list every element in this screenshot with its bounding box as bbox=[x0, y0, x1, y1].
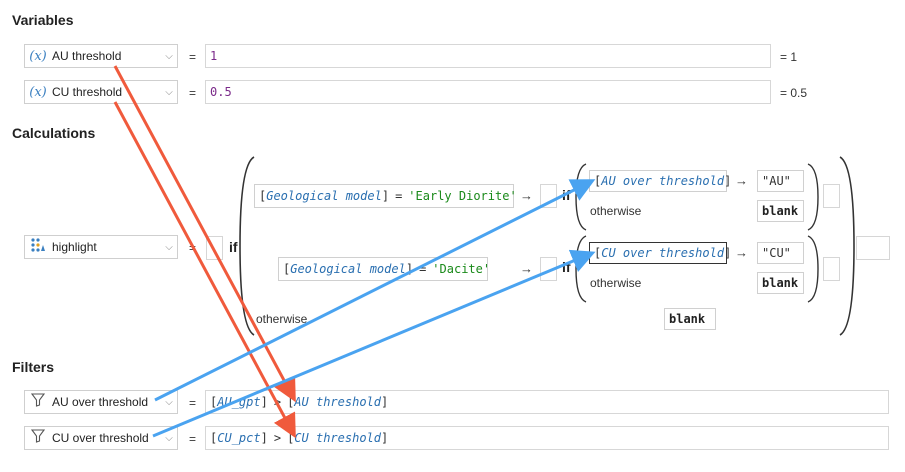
condition-dacite[interactable]: [Geological model] = 'Dacite' bbox=[278, 257, 491, 281]
inner2-close-paren bbox=[807, 235, 819, 303]
otherwise-label: otherwise bbox=[590, 204, 642, 218]
calculation-highlight-dropdown[interactable]: highlight ⌵ bbox=[24, 235, 178, 259]
au-over-threshold-ref[interactable]: AU over threshold bbox=[601, 174, 725, 188]
if-keyword: if bbox=[229, 239, 238, 255]
value-text: 1 bbox=[210, 49, 218, 63]
equals-sign: = bbox=[189, 50, 197, 64]
arrow-icon: → bbox=[520, 261, 533, 276]
cu-threshold-ref[interactable]: CU threshold bbox=[294, 431, 381, 445]
string-literal: 'Early Diorite' bbox=[408, 189, 517, 203]
red-arrow-au-threshold bbox=[113, 65, 296, 403]
chevron-down-icon[interactable]: ⌵ bbox=[165, 50, 173, 62]
outer-open-paren bbox=[239, 156, 255, 336]
chevron-down-icon[interactable]: ⌵ bbox=[165, 86, 173, 98]
empty-slot[interactable] bbox=[823, 184, 840, 208]
empty-slot[interactable] bbox=[540, 257, 557, 281]
blank-value: blank bbox=[762, 204, 799, 218]
au-threshold-ref[interactable]: AU threshold bbox=[294, 395, 381, 409]
calculation-icon bbox=[28, 237, 48, 257]
cu-result-literal: "CU" bbox=[762, 246, 791, 260]
variable-name: AU threshold bbox=[52, 49, 122, 63]
inner2-open-paren bbox=[575, 235, 587, 303]
au-result-box[interactable]: "AU" bbox=[757, 170, 804, 192]
cu-over-threshold-ref[interactable]: CU over threshold bbox=[601, 246, 725, 260]
calculations-heading: Calculations bbox=[12, 125, 96, 141]
arrow-icon: → bbox=[520, 188, 533, 203]
red-arrow-cu-threshold bbox=[113, 101, 296, 439]
outer-close-paren bbox=[839, 156, 855, 336]
cu-over-threshold-ref-box[interactable]: [CU over threshold] bbox=[589, 242, 731, 264]
arrow-icon: → bbox=[735, 245, 748, 260]
au-threshold-result: = 1 bbox=[780, 50, 798, 64]
chevron-down-icon[interactable]: ⌵ bbox=[165, 432, 173, 444]
inner1-else-box[interactable]: blank bbox=[757, 200, 804, 222]
filter-funnel-icon bbox=[28, 429, 48, 447]
outer-otherwise-label: otherwise bbox=[256, 312, 308, 326]
cu-pct-ref[interactable]: CU_pct bbox=[217, 431, 261, 445]
variable-name: CU threshold bbox=[52, 85, 123, 99]
equals-sign: = bbox=[189, 86, 197, 100]
au-threshold-value-input[interactable]: 1 bbox=[205, 44, 771, 68]
geological-model-ref[interactable]: Geological model bbox=[266, 189, 382, 203]
equals-sign: = bbox=[189, 432, 197, 446]
arrow-icon: → bbox=[735, 173, 748, 188]
filter-cu-over-threshold-dropdown[interactable]: CU over threshold ⌵ bbox=[24, 426, 178, 450]
inner2-else-box[interactable]: blank bbox=[757, 272, 804, 294]
empty-slot[interactable] bbox=[206, 236, 223, 260]
inner1-close-paren bbox=[807, 163, 819, 231]
cu-result-box[interactable]: "CU" bbox=[757, 242, 804, 264]
condition-early-diorite[interactable]: [Geological model] = 'Early Diorite' bbox=[254, 184, 517, 208]
operator: > bbox=[273, 395, 282, 409]
if-keyword: if bbox=[562, 187, 571, 203]
au-gpt-ref[interactable]: AU_gpt bbox=[217, 395, 261, 409]
empty-slot[interactable] bbox=[823, 257, 840, 281]
value-text: 0.5 bbox=[210, 85, 232, 99]
variable-au-threshold-dropdown[interactable]: (x) AU threshold ⌵ bbox=[24, 44, 178, 68]
filters-heading: Filters bbox=[12, 359, 55, 375]
variable-cu-threshold-dropdown[interactable]: (x) CU threshold ⌵ bbox=[24, 80, 178, 104]
au-over-threshold-ref-box[interactable]: [AU over threshold] bbox=[589, 170, 731, 192]
otherwise-label: otherwise bbox=[590, 276, 642, 290]
string-literal: 'Dacite' bbox=[432, 262, 491, 276]
equals-sign: = bbox=[189, 396, 197, 410]
outer-else-box[interactable]: blank bbox=[664, 308, 716, 330]
filter-funnel-icon bbox=[28, 393, 48, 411]
variables-heading: Variables bbox=[12, 12, 74, 28]
blue-arrow-au-over-threshold bbox=[154, 179, 596, 402]
cu-threshold-value-input[interactable]: 0.5 bbox=[205, 80, 771, 104]
variable-icon: (x) bbox=[29, 84, 47, 100]
outer-result-slot[interactable] bbox=[856, 236, 890, 260]
variable-icon: (x) bbox=[29, 48, 47, 64]
filter-name: CU over threshold bbox=[52, 431, 149, 445]
geological-model-ref[interactable]: Geological model bbox=[290, 262, 406, 276]
filter-name: AU over threshold bbox=[52, 395, 149, 409]
chevron-down-icon[interactable]: ⌵ bbox=[165, 396, 173, 408]
inner1-open-paren bbox=[575, 163, 587, 231]
au-filter-expression-input[interactable]: [AU_gpt] > [AU threshold] bbox=[205, 390, 889, 414]
calculation-name: highlight bbox=[52, 240, 97, 254]
blank-value: blank bbox=[762, 276, 799, 290]
cu-filter-expression-input[interactable]: [CU_pct] > [CU threshold] bbox=[205, 426, 889, 450]
chevron-down-icon[interactable]: ⌵ bbox=[165, 241, 173, 253]
operator: = bbox=[419, 262, 427, 276]
operator: > bbox=[273, 431, 282, 445]
blank-value: blank bbox=[669, 312, 706, 326]
equals-sign: = bbox=[189, 241, 197, 255]
filter-au-over-threshold-dropdown[interactable]: AU over threshold ⌵ bbox=[24, 390, 178, 414]
empty-slot[interactable] bbox=[540, 184, 557, 208]
au-result-literal: "AU" bbox=[762, 174, 791, 188]
cu-threshold-result: = 0.5 bbox=[780, 86, 808, 100]
if-keyword: if bbox=[562, 259, 571, 275]
operator: = bbox=[395, 189, 403, 203]
